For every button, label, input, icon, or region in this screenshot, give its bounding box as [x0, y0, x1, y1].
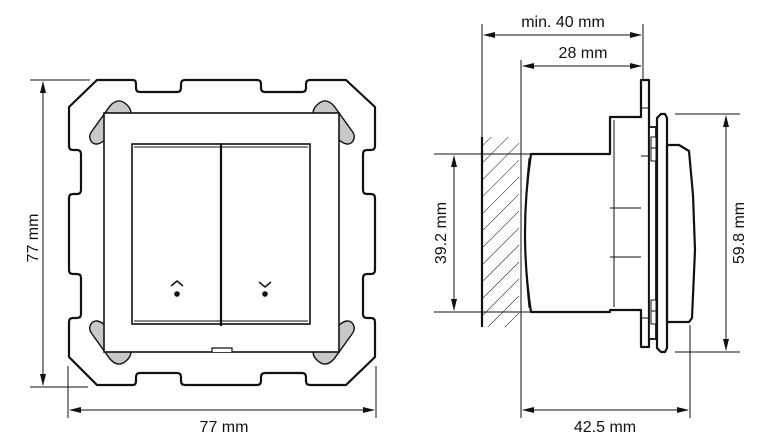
min-depth-label: min. 40 mm — [521, 14, 605, 31]
dimension-width — [67, 366, 377, 418]
dimension-height — [30, 79, 90, 388]
width-label: 77 mm — [200, 419, 249, 436]
rocker-left — [131, 143, 222, 325]
front-view: 77 mm 77 mm — [25, 78, 377, 436]
dimension-min-depth — [481, 24, 644, 137]
cover-frame-notch — [211, 347, 233, 352]
dimension-total-depth — [520, 325, 691, 418]
cover-plate-side — [655, 112, 669, 354]
cover-height-label: 59.8 mm — [731, 202, 748, 264]
chevron-up-dot-icon — [170, 280, 184, 297]
rocker-right — [220, 143, 311, 325]
chevron-down-dot-icon — [258, 281, 272, 297]
dimension-body-depth — [520, 60, 642, 153]
body-height-label: 39.2 mm — [433, 202, 450, 264]
dimension-cover-height — [675, 113, 740, 353]
rocker-profile — [665, 143, 697, 324]
side-view: min. 40 mm 28 mm 39.2 mm 59.8 mm 42.5 — [433, 14, 748, 436]
insert-body — [523, 78, 651, 349]
wall-section — [482, 137, 519, 327]
mounting-frame-outline — [67, 78, 377, 387]
height-label: 77 mm — [25, 214, 42, 263]
dimension-body-height — [434, 153, 531, 313]
total-depth-label: 42.5 mm — [574, 419, 636, 436]
body-depth-label: 28 mm — [559, 45, 608, 62]
